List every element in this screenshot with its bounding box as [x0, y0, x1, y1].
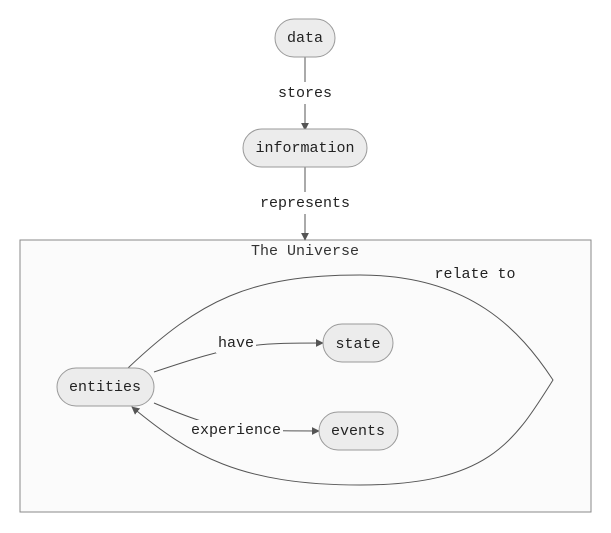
- edge-have-label-bg: [216, 333, 256, 353]
- edge-relate-to-line: [127, 274, 554, 486]
- node-information-box: [242, 128, 368, 168]
- node-state-label: state: [335, 336, 380, 353]
- node-events-box: [318, 411, 399, 451]
- node-events-label: events: [331, 423, 385, 440]
- node-data[interactable]: data: [274, 18, 336, 58]
- edge-experience-label-bg: [190, 420, 283, 440]
- edge-represents: represents: [258, 167, 352, 241]
- edge-label-have: have: [218, 335, 254, 352]
- edge-label-relate-to: relate to: [434, 266, 515, 283]
- node-events[interactable]: events: [318, 411, 399, 451]
- edge-label-represents: represents: [260, 195, 350, 212]
- node-entities-label: entities: [69, 379, 141, 396]
- node-data-label: data: [287, 30, 323, 47]
- node-data-box: [274, 18, 336, 58]
- cluster-title: The Universe: [251, 243, 359, 260]
- edge-relate-to-label-bg: [434, 264, 516, 284]
- node-entities-box: [56, 367, 155, 407]
- node-information[interactable]: information: [242, 128, 368, 168]
- edge-have: have: [153, 333, 324, 373]
- node-state[interactable]: state: [322, 323, 394, 363]
- edge-stores-label-bg: [276, 82, 334, 104]
- edge-label-stores: stores: [278, 85, 332, 102]
- edge-stores: stores: [276, 57, 334, 131]
- edge-represents-label-bg: [258, 192, 352, 214]
- edge-experience: experience: [153, 402, 320, 440]
- node-state-box: [322, 323, 394, 363]
- node-entities[interactable]: entities: [56, 367, 155, 407]
- node-information-label: information: [255, 140, 354, 157]
- edge-relate-to: relate to: [127, 264, 554, 486]
- edge-label-experience: experience: [191, 422, 281, 439]
